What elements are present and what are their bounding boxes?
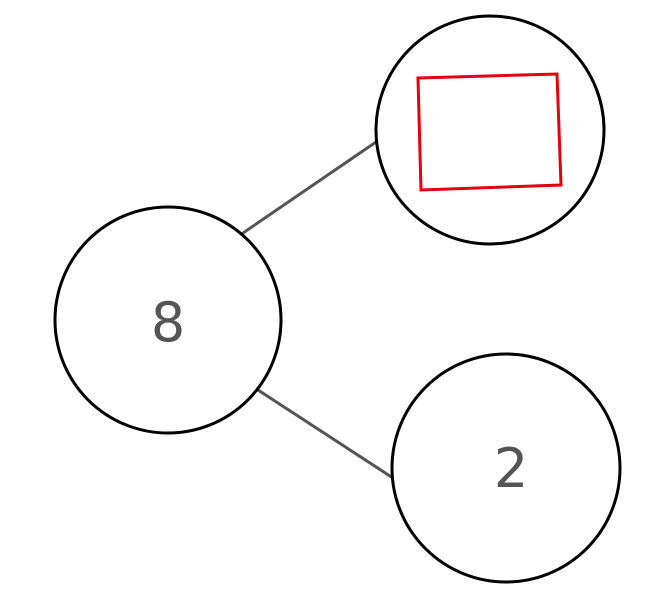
part-number: 2 [494, 437, 528, 500]
whole-circle [53, 205, 283, 435]
answer-input-box[interactable] [416, 72, 563, 192]
part-circle [390, 352, 622, 584]
connector-line-top [241, 140, 378, 235]
whole-number: 8 [151, 291, 185, 354]
connector-line-bottom [256, 388, 395, 480]
